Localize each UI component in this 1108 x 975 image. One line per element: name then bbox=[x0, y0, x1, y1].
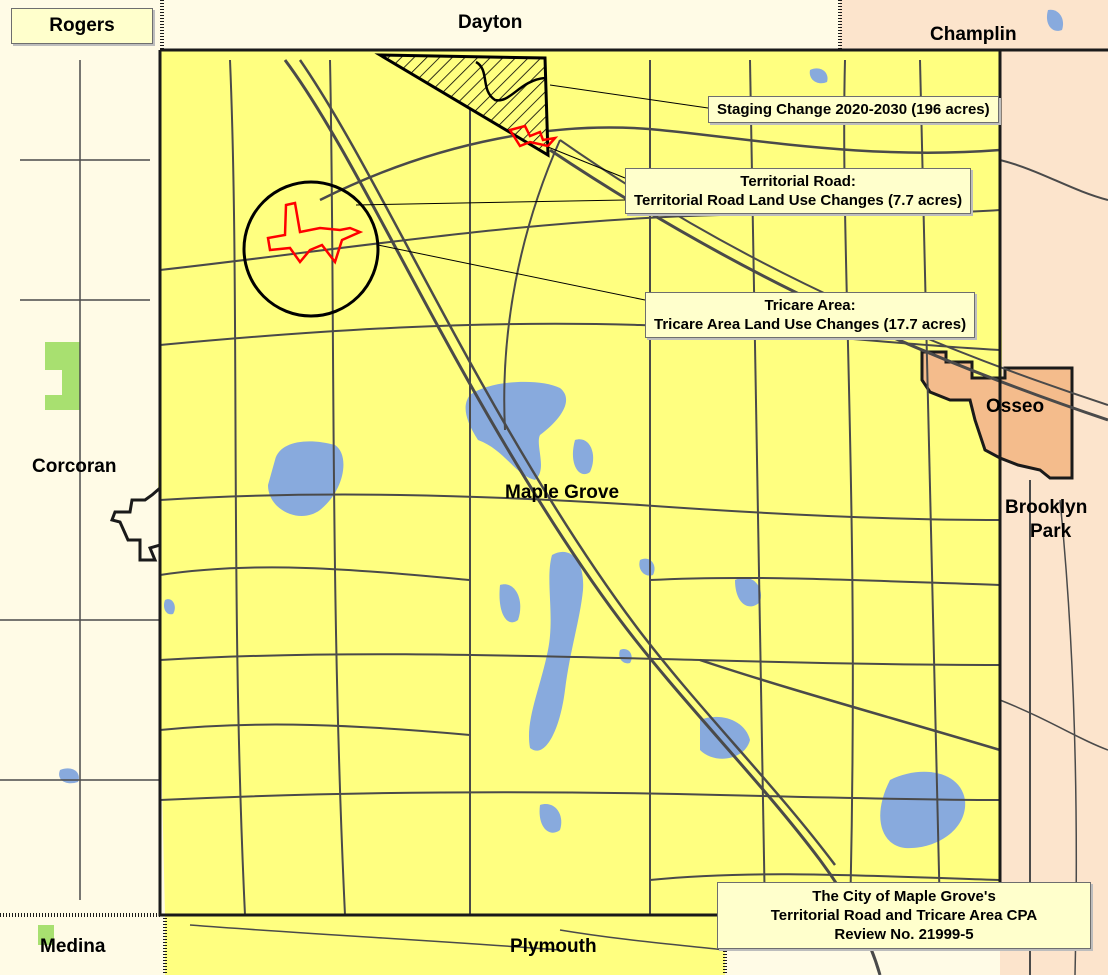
lake-east-2 bbox=[735, 577, 761, 607]
label-medina: Medina bbox=[40, 936, 106, 957]
lake-tiny-3 bbox=[619, 649, 632, 664]
title-line3: Review No. 21999-5 bbox=[834, 926, 974, 943]
champlin-area bbox=[840, 0, 1108, 50]
title-line1: The City of Maple Grove's bbox=[812, 888, 996, 905]
lake-north bbox=[465, 381, 567, 480]
callout-territorial-road: Territorial Road: Territorial Road Land … bbox=[625, 168, 972, 214]
label-champlin: Champlin bbox=[930, 24, 1017, 45]
territorial-circle bbox=[242, 180, 380, 318]
maple-grove-area bbox=[158, 50, 1002, 915]
callout-staging-text: Staging Change 2020-2030 (196 acres) bbox=[717, 101, 990, 118]
lake-champlin bbox=[1046, 9, 1064, 31]
leader-lines bbox=[355, 84, 709, 301]
label-plymouth: Plymouth bbox=[510, 936, 597, 957]
lake-small-1 bbox=[572, 439, 594, 475]
lake-center bbox=[529, 551, 584, 751]
label-corcoran: Corcoran bbox=[32, 456, 117, 477]
lake-tiny-1 bbox=[163, 599, 175, 615]
staging-change-area bbox=[374, 53, 550, 158]
lake-north-edge bbox=[809, 68, 828, 84]
lake-west bbox=[268, 441, 344, 516]
label-brooklyn-park-line1: Brooklyn bbox=[1005, 497, 1088, 518]
callout-territorial-line2: Territorial Road Land Use Changes (7.7 a… bbox=[634, 192, 963, 209]
lake-south bbox=[539, 804, 562, 833]
osseo-area bbox=[920, 350, 1074, 480]
staging-inner-boundary bbox=[475, 60, 546, 102]
label-dayton: Dayton bbox=[458, 12, 523, 33]
territorial-red-outline bbox=[266, 201, 364, 265]
plymouth-area bbox=[165, 915, 725, 975]
callout-staging-change: Staging Change 2020-2030 (196 acres) bbox=[708, 96, 999, 123]
map-title-box: The City of Maple Grove's Territorial Ro… bbox=[717, 882, 1091, 949]
callout-territorial-line1: Territorial Road: bbox=[740, 173, 856, 190]
callout-tricare-line2: Tricare Area Land Use Changes (17.7 acre… bbox=[654, 316, 967, 333]
callout-tricare-area: Tricare Area: Tricare Area Land Use Chan… bbox=[645, 292, 976, 338]
label-maple-grove: Maple Grove bbox=[505, 482, 620, 503]
park-patch-corcoran bbox=[45, 342, 80, 410]
lake-southeast bbox=[880, 771, 966, 849]
staging-red-outline bbox=[508, 124, 559, 148]
title-line2: Territorial Road and Tricare Area CPA bbox=[770, 907, 1038, 924]
label-osseo: Osseo bbox=[986, 396, 1045, 417]
label-rogers: Rogers bbox=[11, 8, 153, 44]
brooklyn-park-area bbox=[1000, 50, 1108, 975]
label-rogers-text: Rogers bbox=[49, 15, 115, 36]
lake-small-2 bbox=[499, 584, 521, 623]
lakes bbox=[59, 9, 1064, 849]
label-brooklyn-park: Brooklyn Park bbox=[1005, 496, 1087, 544]
label-brooklyn-park-line2: Park bbox=[1030, 521, 1072, 542]
corcoran-boundary-notch bbox=[110, 484, 162, 562]
road-network bbox=[0, 59, 1108, 975]
park-patch-medina bbox=[38, 925, 54, 945]
callout-tricare-line1: Tricare Area: bbox=[764, 297, 856, 314]
